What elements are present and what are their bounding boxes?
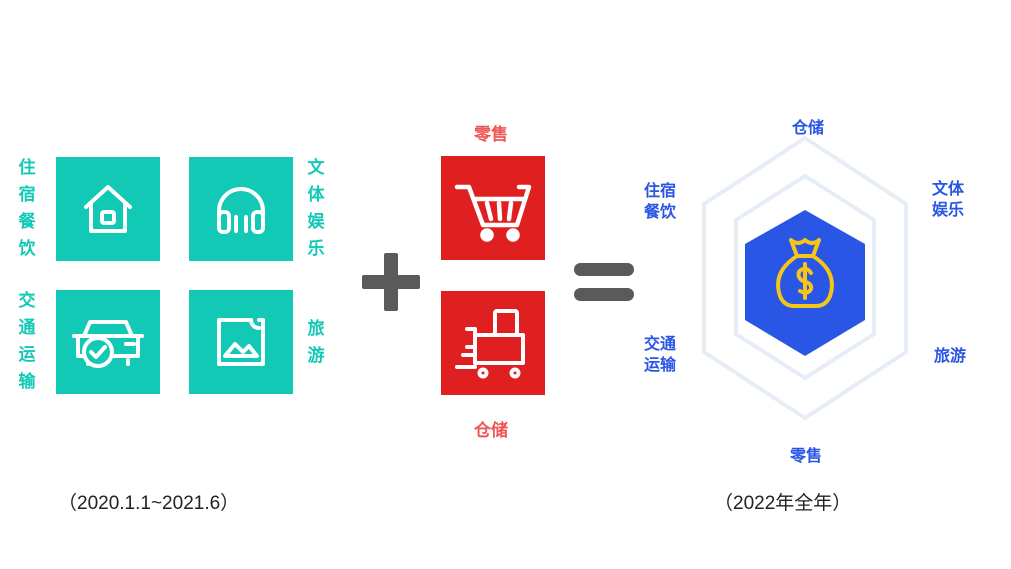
picture-icon xyxy=(217,318,265,366)
plus-operator xyxy=(362,253,420,311)
storage-tile xyxy=(441,291,545,395)
right-caption: （2022年全年） xyxy=(714,493,852,514)
transport-node-label: 交通运输 xyxy=(643,334,676,374)
lodging-tile xyxy=(56,157,160,261)
left-caption: （2020.1.1~2021.6） xyxy=(58,493,240,514)
outer-hexagon xyxy=(702,135,908,421)
headphones-icon xyxy=(217,187,265,234)
house-icon xyxy=(84,185,132,233)
culture-node-label: 文体娱乐 xyxy=(931,179,964,219)
hexagon-diagram xyxy=(702,135,908,421)
inner-hexagon xyxy=(734,173,876,381)
storage-label: 仓储 xyxy=(474,421,508,441)
retail-tile xyxy=(441,156,545,260)
tourism-node-label: 旅游 xyxy=(933,346,966,365)
culture-tile xyxy=(189,157,293,261)
shopping-cart-icon xyxy=(454,184,532,242)
money-bag-icon xyxy=(776,238,834,308)
retail-label: 零售 xyxy=(474,125,508,145)
tourism-label: 旅游 xyxy=(307,319,325,366)
culture-label: 文体娱乐 xyxy=(307,158,325,259)
transport-label: 交通运输 xyxy=(18,291,36,392)
retail-node-label: 零售 xyxy=(789,446,822,465)
lodging-label: 住宿餐饮 xyxy=(18,158,36,259)
equals-operator xyxy=(574,263,634,301)
transport-tile xyxy=(56,290,160,394)
forklift-icon xyxy=(455,309,525,379)
storage-node-label: 仓储 xyxy=(791,118,824,137)
car-check-icon xyxy=(72,320,144,368)
lodging-node-label: 住宿餐饮 xyxy=(643,181,676,221)
tourism-tile xyxy=(189,290,293,394)
